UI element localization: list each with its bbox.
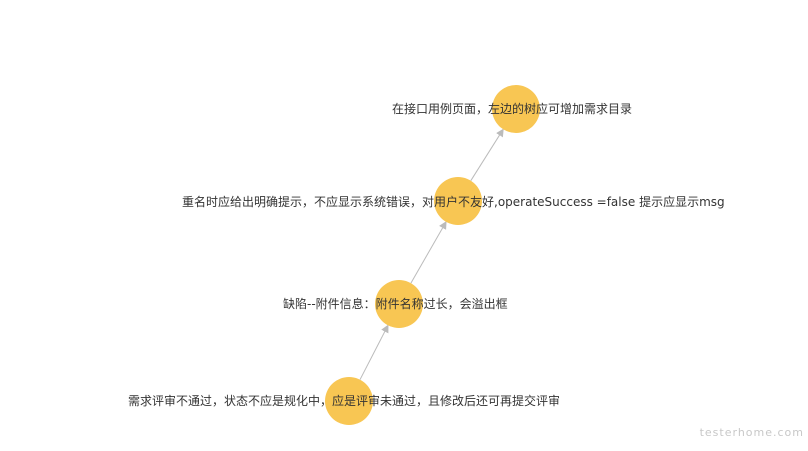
node-label-3: 重名时应给出明确提示，不应显示系统错误，对用户不友好,operateSucces… [182, 194, 725, 209]
edge-n2-to-n3 [410, 220, 447, 284]
edge-layer [359, 128, 504, 380]
node-circle-1[interactable] [325, 377, 373, 425]
edge-n1-to-n2 [359, 324, 389, 380]
node-label-2: 缺陷--附件信息：附件名称过长，会溢出框 [283, 296, 508, 311]
node-circle-2[interactable] [375, 280, 423, 328]
node-circle-4[interactable] [492, 85, 540, 133]
node-layer [325, 85, 540, 425]
label-layer: 需求评审不通过，状态不应是规化中，应是评审未通过，且修改后还可再提交评审 缺陷--… [128, 101, 725, 408]
node-label-4: 在接口用例页面，左边的树应可增加需求目录 [392, 101, 632, 116]
edge-n3-to-n4 [470, 128, 504, 181]
node-label-1: 需求评审不通过，状态不应是规化中，应是评审未通过，且修改后还可再提交评审 [128, 393, 560, 408]
watermark-text: testerhome.com [699, 426, 804, 439]
node-circle-3[interactable] [434, 177, 482, 225]
